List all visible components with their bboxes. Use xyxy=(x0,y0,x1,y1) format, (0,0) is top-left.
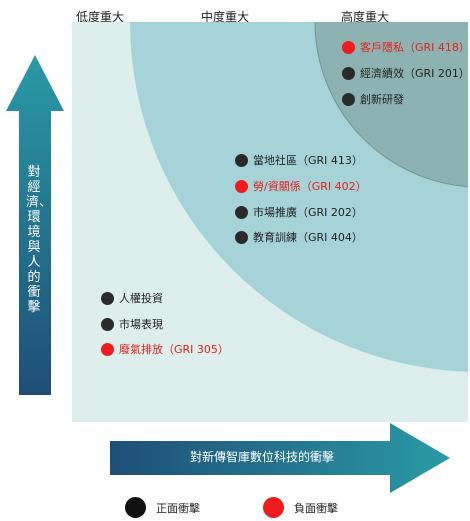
high-item: 經濟績效（GRI 201） xyxy=(342,65,468,81)
item-label: 教育訓練（GRI 404） xyxy=(253,231,363,244)
impact-dot xyxy=(235,153,248,167)
item-label: 經濟績效（GRI 201） xyxy=(360,67,468,80)
low-item: 人權投資 xyxy=(101,290,163,306)
x-axis-label: 對新傳智庫數位科技的衝擊 xyxy=(189,450,334,464)
low-item: 廢氣排放（GRI 305） xyxy=(101,341,229,357)
item-label: 人權投資 xyxy=(119,292,163,305)
level-mid-label: 中度重大 xyxy=(201,10,250,24)
level-low-label: 低度重大 xyxy=(76,10,125,24)
y-axis-label: 對經濟、環境與人的衝擊 xyxy=(26,165,53,315)
impact-dot xyxy=(101,317,114,331)
item-label: 客戶隱私（GRI 418） xyxy=(360,41,468,54)
high-zone-ring xyxy=(314,22,468,188)
impact-dot xyxy=(342,66,355,80)
impact-dot xyxy=(342,92,355,106)
item-label: 市場表現 xyxy=(119,318,163,331)
low-item: 市場表現 xyxy=(101,316,163,332)
impact-dot xyxy=(235,179,248,193)
impact-dot xyxy=(235,205,248,219)
legend-positive: 正面衝擊 xyxy=(125,497,200,518)
high-item: 創新研發 xyxy=(342,91,404,107)
impact-dot xyxy=(235,230,248,244)
item-label: 創新研發 xyxy=(360,93,404,106)
impact-dot xyxy=(101,291,114,305)
legend-negative: 負面衝擊 xyxy=(263,497,338,518)
item-label: 勞/資關係（GRI 402） xyxy=(253,180,367,193)
impact-dot xyxy=(342,40,355,54)
legend-positive-dot xyxy=(125,497,146,518)
mid-item: 當地社區（GRI 413） xyxy=(235,152,363,168)
high-item: 客戶隱私（GRI 418） xyxy=(342,39,468,55)
y-axis-arrow xyxy=(6,55,64,395)
mid-item: 教育訓練（GRI 404） xyxy=(235,229,363,245)
legend-positive-label: 正面衝擊 xyxy=(156,501,200,515)
x-axis-arrow xyxy=(110,423,450,493)
item-label: 市場推廣（GRI 202） xyxy=(253,206,363,219)
level-high-label: 高度重大 xyxy=(341,10,390,24)
legend-negative-label: 負面衝擊 xyxy=(294,501,338,515)
legend-negative-dot xyxy=(263,497,284,518)
materiality-matrix: 客戶隱私（GRI 418） 經濟績效（GRI 201） 創新研發 當地社區（GR… xyxy=(72,22,468,422)
zone-rings xyxy=(130,22,468,372)
impact-dot xyxy=(101,342,114,356)
mid-item: 市場推廣（GRI 202） xyxy=(235,204,363,220)
item-label: 當地社區（GRI 413） xyxy=(253,154,363,167)
mid-item: 勞/資關係（GRI 402） xyxy=(235,178,367,194)
item-label: 廢氣排放（GRI 305） xyxy=(119,343,229,356)
